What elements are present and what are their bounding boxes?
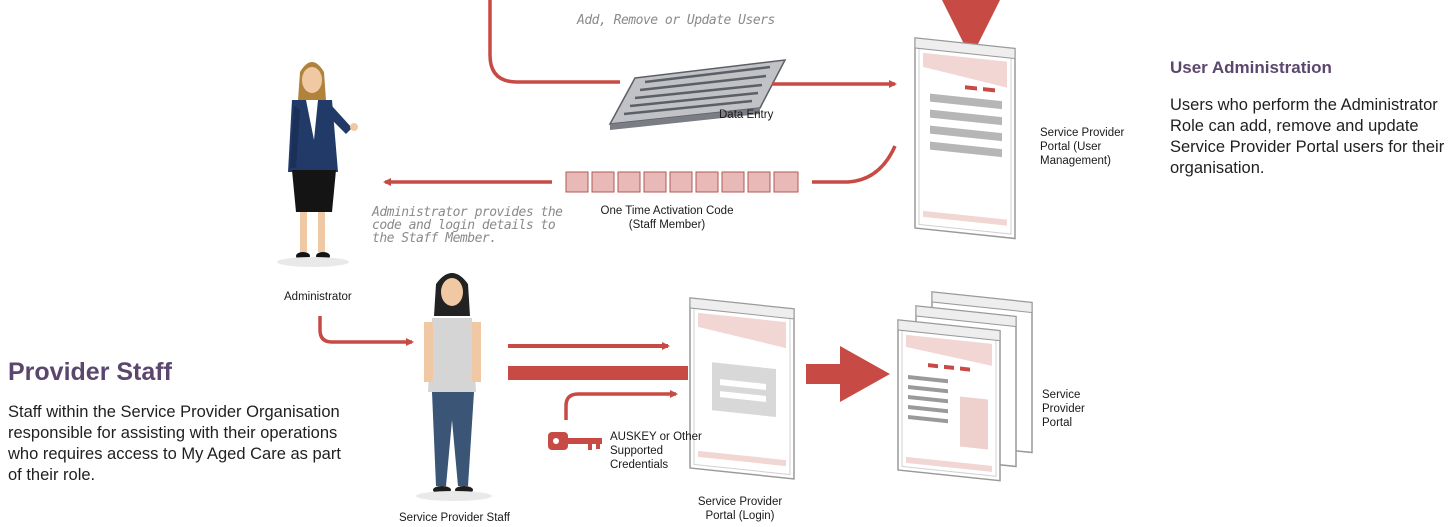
portal-user-management-icon <box>914 37 1016 240</box>
portal-stack-icon <box>897 291 1033 482</box>
data-entry-label: Data Entry <box>719 109 774 121</box>
staff-label: Service Provider Staff <box>399 512 511 524</box>
credentials-arrow <box>564 390 678 420</box>
update-users-annotation: Add, Remove or Update Users <box>577 13 775 28</box>
staff-login-thick-bar <box>508 366 688 380</box>
administrator-figure <box>277 62 358 267</box>
key-icon <box>548 432 602 450</box>
activation-code-cells <box>565 171 799 193</box>
provider-staff-body: Staff within the Service Provider Organi… <box>8 403 341 484</box>
update-users-connector <box>488 0 620 84</box>
activation-return-line <box>812 145 897 184</box>
portal-login-icon <box>689 297 795 480</box>
incoming-down-arrow <box>942 0 1000 58</box>
portal-label: Service Provider Portal <box>1042 389 1085 429</box>
portal-user-management-label: Service Provider Portal (User Management… <box>1040 127 1125 167</box>
provider-staff-heading: Provider Staff <box>8 358 172 386</box>
portal-login-label: Service Provider Portal (Login) <box>697 496 783 522</box>
credentials-label: AUSKEY or Other Supported Credentials <box>610 431 702 471</box>
administrator-label: Administrator <box>284 291 352 303</box>
login-to-portal-arrow <box>806 346 890 402</box>
activation-code-label: One Time Activation Code (Staff Member) <box>600 205 734 231</box>
keyboard-icon <box>608 59 787 130</box>
user-admin-heading: User Administration <box>1170 58 1332 77</box>
admin-to-staff-arrow <box>318 316 414 346</box>
user-admin-body: Users who perform the Administrator Role… <box>1170 96 1445 177</box>
staff-figure <box>416 273 492 501</box>
admin-provides-annotation: Administrator provides the code and logi… <box>372 205 563 246</box>
